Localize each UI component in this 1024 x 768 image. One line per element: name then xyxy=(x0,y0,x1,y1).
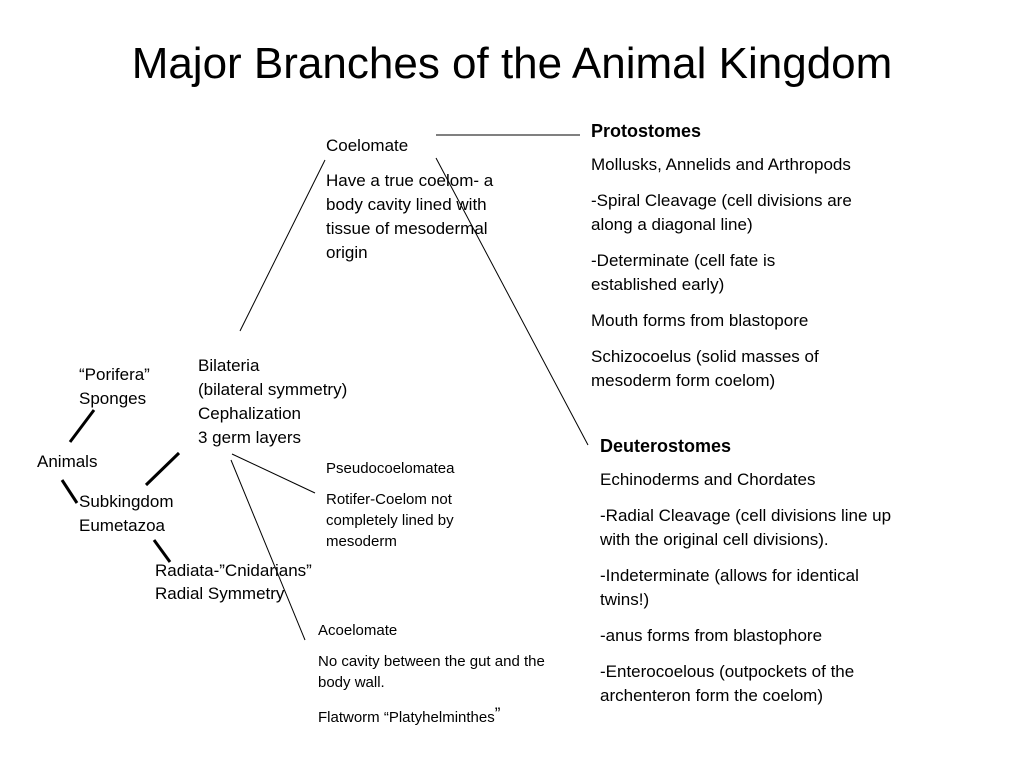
pseudocoelomate-description-line: mesoderm xyxy=(326,533,397,550)
animals-node: Animals xyxy=(37,450,97,474)
protostomes-point-line: -Spiral Cleavage (cell divisions are xyxy=(591,191,852,210)
acoelomate-description-line: No cavity between the gut and the xyxy=(318,653,545,670)
eumetazoa-line-1: Subkingdom xyxy=(79,492,174,511)
porifera-node: “Porifera” Sponges xyxy=(79,363,150,411)
bilateria-coelomate-connector xyxy=(239,159,326,332)
protostomes-point-line: Mouth forms from blastopore xyxy=(591,311,809,330)
animals-label: Animals xyxy=(37,452,98,471)
acoelomate-name: Acoelomate xyxy=(318,622,398,639)
protostomes-point: Mollusks, Annelids and Arthropods xyxy=(591,153,852,177)
acoelomate-example-text: Flatworm “Platyhelminthes xyxy=(318,709,495,726)
eumetazoa-line-2: Eumetazoa xyxy=(79,516,165,535)
acoelomate-example: Flatworm “Platyhelminthes” xyxy=(318,703,545,728)
protostomes-point-line: Mollusks, Annelids and Arthropods xyxy=(591,155,851,174)
coelomate-description: Have a true coelom- a body cavity lined … xyxy=(326,169,493,265)
pseudocoelomate-description-line: Rotifer-Coelom not xyxy=(326,491,452,508)
deuterostomes-point: Echinoderms and Chordates xyxy=(600,468,891,492)
coelomate-name: Coelomate xyxy=(326,136,409,155)
radiata-name: Radiata-”Cnidarians” xyxy=(155,561,312,580)
pseudocoelomate-node: Pseudocoelomatea Rotifer-Coelom not comp… xyxy=(326,458,454,552)
deuterostomes-point-line: -Radial Cleavage (cell divisions line up xyxy=(600,506,892,525)
deuterostomes-point: -Radial Cleavage (cell divisions line up… xyxy=(600,504,891,552)
porifera-common-name: Sponges xyxy=(79,389,147,408)
coelomate-deuterostomes-connector xyxy=(435,157,589,446)
radiata-node: Radiata-”Cnidarians” Radial Symmetry xyxy=(155,559,312,605)
deuterostomes-point-line: with the original cell divisions). xyxy=(600,530,829,549)
protostomes-point-line: along a diagonal line) xyxy=(591,215,753,234)
animals-porifera-connector xyxy=(68,409,96,443)
eumetazoa-radiata-connector xyxy=(152,539,172,563)
deuterostomes-point-line: twins!) xyxy=(600,590,650,609)
bilateria-germ-layers: 3 germ layers xyxy=(198,428,301,447)
deuterostomes-point-line: -Indeterminate (allows for identical xyxy=(600,566,859,585)
bilateria-pseudocoelomate-connector xyxy=(231,453,316,494)
slide-title: Major Branches of the Animal Kingdom xyxy=(131,39,893,88)
deuterostomes-point-line: Echinoderms and Chordates xyxy=(600,470,816,489)
porifera-name: “Porifera” xyxy=(79,365,150,384)
deuterostomes-panel: Deuterostomes Echinoderms and Chordates … xyxy=(600,434,891,708)
protostomes-point-line: Schizocoelus (solid masses of xyxy=(591,347,819,366)
bilateria-symmetry: (bilateral symmetry) xyxy=(198,380,348,399)
pseudocoelomate-description-line: completely lined by xyxy=(326,512,454,529)
protostomes-panel: Protostomes Mollusks, Annelids and Arthr… xyxy=(591,119,852,393)
animals-eumetazoa-connector xyxy=(60,479,79,504)
deuterostomes-point: -Indeterminate (allows for identical twi… xyxy=(600,564,891,612)
coelomate-description-line: Have a true coelom- a xyxy=(326,171,494,190)
protostomes-point: Schizocoelus (solid masses of mesoderm f… xyxy=(591,345,852,393)
coelomate-description-line: body cavity lined with xyxy=(326,195,487,214)
acoelomate-description: No cavity between the gut and the body w… xyxy=(318,651,545,693)
deuterostomes-point: -Enterocoelous (outpockets of the archen… xyxy=(600,660,891,708)
bilateria-name: Bilateria xyxy=(198,356,260,375)
coelomate-description-line: origin xyxy=(326,243,368,262)
deuterostomes-heading: Deuterostomes xyxy=(600,436,732,456)
eumetazoa-bilateria-connector xyxy=(144,451,181,487)
coelomate-description-line: tissue of mesodermal xyxy=(326,219,488,238)
radiata-symmetry: Radial Symmetry xyxy=(155,584,285,603)
protostomes-point-line: mesoderm form coelom) xyxy=(591,371,776,390)
coelomate-node: Coelomate Have a true coelom- a body cav… xyxy=(326,134,493,265)
eumetazoa-node: Subkingdom Eumetazoa xyxy=(79,490,174,538)
acoelomate-example-quote: ” xyxy=(494,704,501,723)
protostomes-heading: Protostomes xyxy=(591,121,702,141)
deuterostomes-point-line: -anus forms from blastophore xyxy=(600,626,823,645)
protostomes-point-line: -Determinate (cell fate is xyxy=(591,251,776,270)
pseudocoelomate-description: Rotifer-Coelom not completely lined by m… xyxy=(326,489,454,552)
bilateria-node: Bilateria (bilateral symmetry) Cephaliza… xyxy=(198,354,347,450)
acoelomate-node: Acoelomate No cavity between the gut and… xyxy=(318,620,545,728)
bilateria-acoelomate-connector xyxy=(230,459,306,641)
pseudocoelomate-name: Pseudocoelomatea xyxy=(326,460,455,477)
protostomes-point-line: established early) xyxy=(591,275,725,294)
protostomes-point: -Spiral Cleavage (cell divisions are alo… xyxy=(591,189,852,237)
acoelomate-description-line: body wall. xyxy=(318,674,385,691)
bilateria-cephalization: Cephalization xyxy=(198,404,302,423)
protostomes-point: Mouth forms from blastopore xyxy=(591,309,852,333)
protostomes-point: -Determinate (cell fate is established e… xyxy=(591,249,852,297)
deuterostomes-point: -anus forms from blastophore xyxy=(600,624,891,648)
deuterostomes-point-line: archenteron form the coelom) xyxy=(600,686,823,705)
deuterostomes-point-line: -Enterocoelous (outpockets of the xyxy=(600,662,855,681)
